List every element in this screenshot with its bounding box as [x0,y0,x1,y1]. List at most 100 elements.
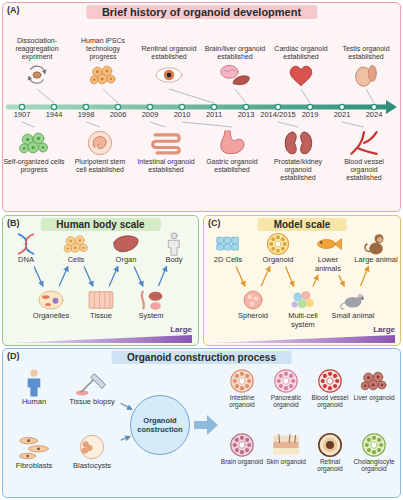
icon-shape [224,244,231,250]
item-label: Cholangiocyte organoid [352,458,396,473]
icon-shape [171,233,177,239]
scale-item: System [131,288,171,321]
icon-shape [88,131,111,154]
milestone-item: Human iPSCs technology progress [72,37,134,88]
item-icon [337,288,369,312]
item-label: Small animal [331,312,375,321]
year-label: 1998 [78,111,95,120]
leader-line [366,89,374,103]
milestone-item: Dissociation-reaggregation expriment [6,37,68,88]
icon-shape [273,448,299,454]
icon-shape [358,294,362,298]
item-icon [212,232,244,256]
icon-shape [221,65,239,78]
year-label: 1944 [46,111,63,120]
flow-arrow [261,267,270,287]
year-label: 2011 [206,111,222,120]
year-label: 2013 [238,111,255,120]
icon-shape [29,446,49,452]
icon-shape [318,240,336,249]
item-label: Rentinal organoid established [138,45,200,61]
icon-shape [231,370,253,392]
flow-arrow [339,275,344,286]
timeline-dot [307,104,312,109]
icon-shape [239,442,245,448]
icon-shape [321,379,325,383]
icon-shape [372,384,375,387]
item-icon [82,128,118,158]
icon-shape [245,374,249,378]
icon-shape [277,379,281,383]
item-icon [358,432,390,458]
icon-shape [351,132,376,154]
item-icon [214,128,250,158]
item-label: Large animal [354,256,398,265]
item-label: Blood vessel organoid [308,394,352,409]
icon-shape [323,374,327,378]
organoid-item: Pancreatic organoid [264,368,308,409]
item-icon [287,288,319,312]
item-label: System [131,312,171,321]
panel-letter: (B) [7,218,20,228]
icon-shape [224,237,231,243]
item-label: Pancreatic organoid [264,394,308,409]
icon-shape [27,439,30,442]
icon-shape [153,135,180,153]
icon-shape [42,69,47,74]
flow-arrow [134,267,143,287]
leader-line [301,89,310,103]
icon-shape [80,435,103,458]
icon-shape [279,374,283,378]
timeline-arrowhead [386,100,397,114]
item-label: Blastocysts [65,462,119,471]
leader-line [103,89,118,103]
icon-shape [250,302,255,307]
item-label: Brain organoid [220,458,264,465]
icon-shape [27,76,32,81]
model-item: Spheroid [231,288,275,321]
item-label: Lower animals [306,256,350,273]
flow-arrow [159,267,167,287]
icon-shape [361,382,369,390]
icon-shape [224,70,236,72]
icon-shape [240,436,244,440]
milestone-item: Blood vessel organoid established [333,128,395,182]
icon-shape [217,244,224,250]
icon-shape [28,379,41,397]
scale-label: Large [170,325,192,334]
item-icon [60,232,92,256]
panel-letter: (D) [7,351,20,361]
model-item: Small animal [331,288,375,321]
item-label: Human iPSCs technology progress [72,37,134,61]
icon-shape [142,292,144,309]
icon-shape [107,75,115,83]
icon-shape [71,243,80,252]
timeline-dot [275,104,280,109]
icon-shape [268,234,289,255]
icon-shape [335,379,339,383]
icon-shape [45,303,51,306]
scale-wedge [8,335,192,343]
icon-shape [369,243,383,255]
item-icon [10,232,42,256]
icon-shape [235,374,239,378]
item-label: DNA [6,256,46,265]
construction-circle: Organoid construction [130,395,190,455]
icon-shape [39,143,48,152]
icon-shape [381,384,383,386]
timeline-bar [6,105,388,110]
source-item: Human [7,368,61,407]
flow-arrow [109,267,118,287]
icon-shape [306,299,314,307]
icon-shape [53,298,59,304]
icon-shape [276,249,280,253]
icon-shape [235,438,239,442]
icon-shape [379,443,383,447]
icon-shape [93,137,106,149]
scale-item: Organelles [31,288,71,321]
icon-shape [232,244,239,250]
icon-shape [97,74,107,84]
item-label: Organ [106,256,146,265]
icon-shape [19,234,34,254]
